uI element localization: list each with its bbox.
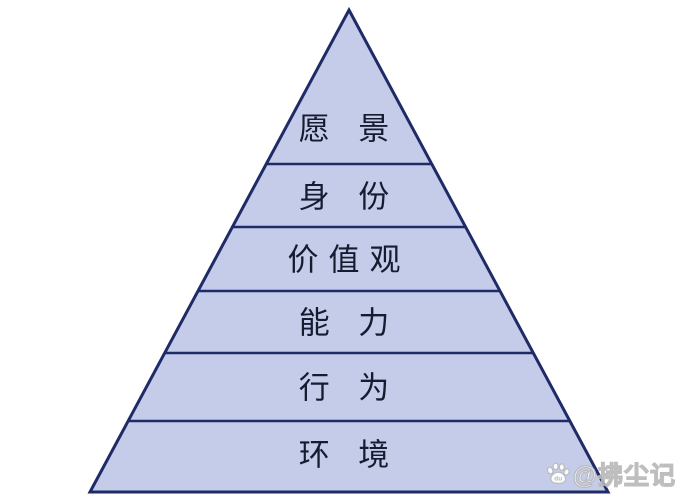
level-label-behavior: 行 为 — [299, 371, 400, 406]
pyramid-outline — [87, 6, 611, 494]
level-label-identity: 身 份 — [299, 180, 400, 215]
level-label-vision: 愿 景 — [299, 112, 400, 147]
level-label-capability: 能 力 — [299, 306, 400, 341]
level-label-environment: 环 境 — [299, 438, 400, 473]
level-label-values: 价值观 — [288, 243, 411, 278]
